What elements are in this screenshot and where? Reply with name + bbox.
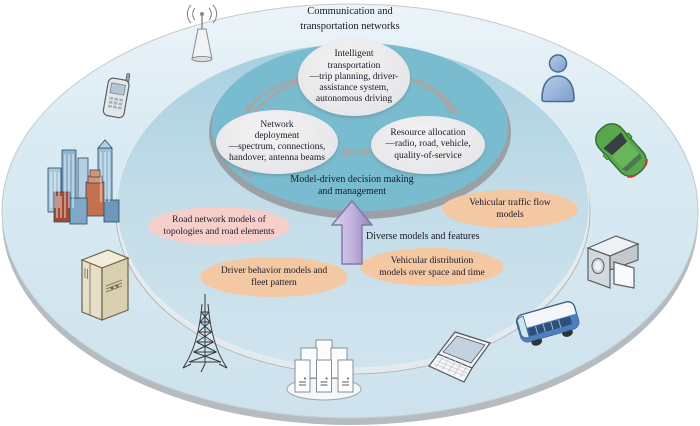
city-buildings-icon <box>47 139 120 225</box>
server-cluster-icon <box>286 339 362 401</box>
line1: Driver behavior models and <box>220 266 328 276</box>
laptop-icon <box>428 331 491 383</box>
core-caption-line2: and management <box>317 186 387 197</box>
node-detail: —trip planning, driver-assistance system… <box>309 71 399 105</box>
model-driver-ellipse <box>200 257 348 297</box>
node-resource-allocation: Resource allocation —radio, road, vehicl… <box>371 116 485 174</box>
base-station-antenna-icon <box>186 4 218 63</box>
line2: models <box>496 209 524 220</box>
model-driver-behavior-label: Driver behavior models and fleet pattern <box>202 266 346 289</box>
node-detail: —radio, road, vehicle, quality-of-servic… <box>385 139 471 161</box>
core-caption: Model-driven decision making and managem… <box>250 174 454 198</box>
node-title: Network deployment <box>254 119 300 141</box>
outer-ring-title-line2: transportation networks <box>300 21 400 32</box>
car-icon <box>595 123 648 178</box>
model-road-network-label: Road network models of topologies and ro… <box>148 215 290 238</box>
node-title: Resource allocation <box>390 128 466 139</box>
radio-tower-icon <box>182 294 228 373</box>
line2: topologies and road elements <box>163 226 275 237</box>
line2: fleet pattern <box>251 277 297 288</box>
model-traffic-flow-label: Vehicular traffic flow models <box>444 198 576 221</box>
model-traffic-ellipse <box>442 190 578 228</box>
video-camera-icon <box>586 235 640 289</box>
node-intelligent-transportation: Intelligent transportation —trip plannin… <box>298 39 410 116</box>
server-cabinet-icon <box>80 249 130 321</box>
line1: Vehicular traffic flow <box>469 198 551 208</box>
model-distribution-label: Vehicular distribution models over space… <box>360 256 504 279</box>
line1: Vehicular distribution <box>390 256 474 266</box>
outer-ring-title: Communication and transportation network… <box>250 4 450 34</box>
person-icon <box>541 54 575 103</box>
node-title: Intelligent transportation <box>327 49 381 71</box>
outer-ring-title-line1: Communication and <box>307 6 393 17</box>
bus-icon <box>515 301 580 346</box>
line1: Road network models of <box>172 215 266 225</box>
model-road-ellipse <box>148 207 290 245</box>
mobile-phone-icon <box>102 73 131 119</box>
node-detail: —spectrum, connections, handover, antenn… <box>228 142 326 164</box>
diverse-models-label: Diverse models and features <box>366 231 480 242</box>
core-caption-line1: Model-driven decision making <box>290 174 414 185</box>
line2: models over space and time <box>379 267 485 278</box>
node-network-deployment: Network deployment —spectrum, connection… <box>216 110 338 174</box>
cycle-arrowheads <box>246 78 453 157</box>
model-distribution-ellipse <box>360 248 504 286</box>
up-arrow <box>331 200 373 265</box>
